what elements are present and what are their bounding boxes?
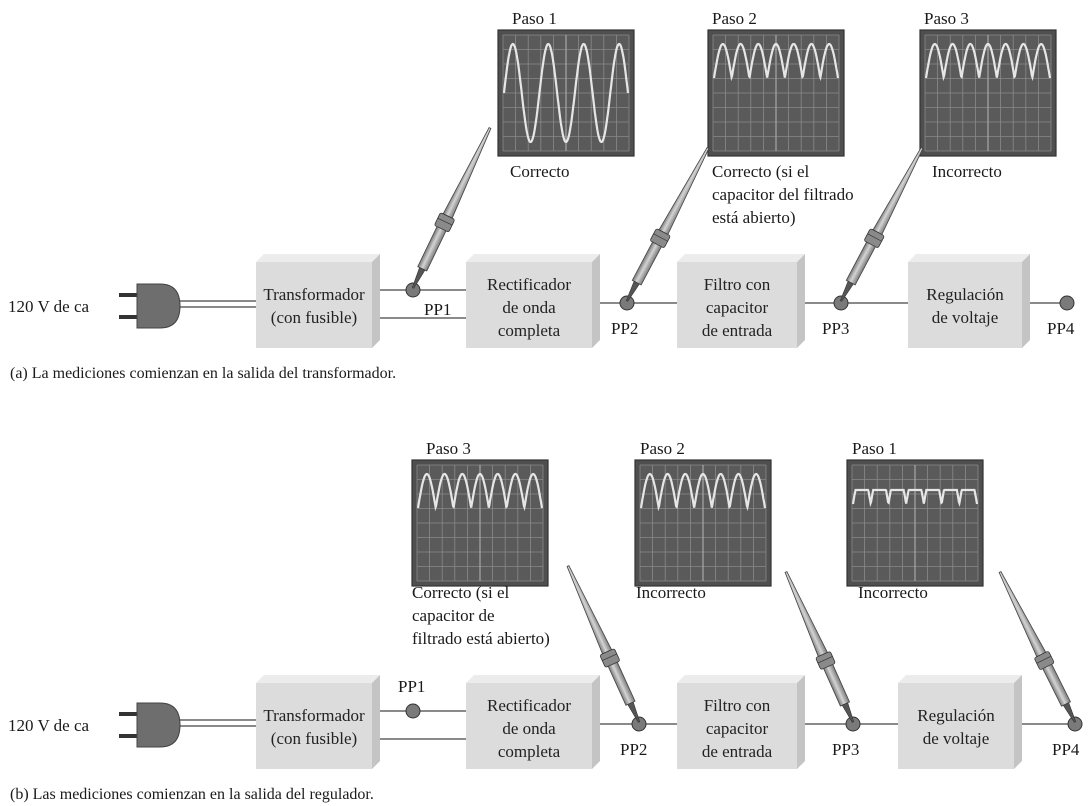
scope-result-label: capacitor de [412, 606, 495, 625]
scope-result-label: Incorrecto [858, 583, 928, 602]
test-point-pp3: PP3 [832, 740, 859, 759]
scope-result-label: capacitor del filtrado [712, 185, 854, 204]
oscilloscope-step2 [707, 29, 845, 157]
svg-text:de onda: de onda [502, 719, 556, 738]
svg-text:Filtro con: Filtro con [704, 696, 771, 715]
test-point-pp4: PP4 [1047, 319, 1075, 338]
scope-result-label: Correcto (si el [712, 162, 810, 181]
probe-icon [839, 146, 924, 302]
svg-text:completa: completa [498, 321, 561, 340]
svg-text:Transformador: Transformador [263, 706, 365, 725]
scope-result-label: Incorrecto [636, 583, 706, 602]
scope-result-label: Correcto (si el [412, 583, 510, 602]
svg-text:capacitor: capacitor [706, 298, 769, 317]
svg-text:Regulación: Regulación [917, 706, 995, 725]
ac-plug-icon [119, 702, 181, 748]
svg-text:de entrada: de entrada [702, 321, 773, 340]
source-label: 120 V de ca [8, 297, 90, 316]
probe-icon [566, 565, 641, 723]
source-label: 120 V de ca [8, 716, 90, 735]
svg-text:Transformador: Transformador [263, 285, 365, 304]
caption-a: (a) La mediciones comienzan en la salida… [10, 365, 396, 382]
test-point-pp4: PP4 [1052, 740, 1080, 759]
wiring [180, 710, 1068, 740]
svg-text:(con fusible): (con fusible) [271, 308, 357, 327]
waveform-trace [502, 42, 630, 144]
svg-text:de onda: de onda [502, 298, 556, 317]
test-points: PP1 PP2 PP3 PP4 [398, 677, 1083, 759]
probe-icon [998, 571, 1077, 723]
scope-result-label: está abierto) [712, 208, 796, 227]
panel-a: 120 V de ca Transformador (con fusible) [8, 9, 1075, 382]
scope-step-label: Paso 1 [512, 9, 557, 28]
svg-text:(con fusible): (con fusible) [271, 729, 357, 748]
block-regulator: Regulación de voltaje [898, 675, 1022, 769]
waveform-trace [851, 488, 979, 508]
wiring [180, 289, 1060, 319]
block-filter: Filtro con capacitor de entrada [677, 675, 805, 769]
oscilloscope-step3 [411, 459, 549, 587]
scope-step-label: Paso 2 [712, 9, 757, 28]
waveform-trace [639, 472, 767, 512]
svg-text:Filtro con: Filtro con [704, 275, 771, 294]
caption-b: (b) Las mediciones comienzan en la salid… [10, 786, 374, 803]
block-transformer: Transformador (con fusible) [256, 675, 380, 769]
block-transformer: Transformador (con fusible) [256, 254, 380, 348]
oscilloscope-step1 [846, 459, 984, 587]
scope-result-label: Correcto [510, 162, 569, 181]
scope-result-label: filtrado está abierto) [412, 629, 550, 648]
oscilloscope-step1 [497, 29, 635, 157]
scope-result-label: Incorrecto [932, 162, 1002, 181]
waveform-trace [416, 472, 544, 512]
block-rectifier: Rectificador de onda completa [466, 254, 600, 348]
block-rectifier: Rectificador de onda completa [466, 675, 600, 769]
test-point-pp2: PP2 [620, 740, 647, 759]
test-point-pp1: PP1 [398, 677, 425, 696]
oscilloscope-step3 [919, 29, 1057, 157]
test-point-pp2: PP2 [611, 319, 638, 338]
panel-b: 120 V de ca Transformador (con fusible) … [8, 439, 1083, 803]
scope-step-label: Paso 2 [640, 439, 685, 458]
test-points: PP1 PP2 PP3 PP4 [405, 282, 1075, 338]
svg-text:Regulación: Regulación [926, 285, 1004, 304]
test-point-pp3: PP3 [822, 319, 849, 338]
block-regulator: Regulación de voltaje [908, 254, 1030, 348]
svg-text:capacitor: capacitor [706, 719, 769, 738]
waveform-trace [712, 42, 840, 82]
waveform-trace [924, 42, 1052, 82]
svg-text:Rectificador: Rectificador [487, 696, 571, 715]
test-point-pp1: PP1 [424, 300, 451, 319]
probe-icon [625, 146, 710, 302]
probe-icon [411, 127, 492, 289]
ac-plug-icon [119, 283, 181, 329]
scope-step-label: Paso 3 [426, 439, 471, 458]
svg-text:Rectificador: Rectificador [487, 275, 571, 294]
svg-text:de voltaje: de voltaje [932, 308, 999, 327]
svg-text:completa: completa [498, 742, 561, 761]
probe-icon [784, 571, 855, 723]
scope-step-label: Paso 3 [924, 9, 969, 28]
oscilloscope-step2 [634, 459, 772, 587]
block-filter: Filtro con capacitor de entrada [677, 254, 805, 348]
svg-text:de voltaje: de voltaje [923, 729, 990, 748]
svg-text:de entrada: de entrada [702, 742, 773, 761]
scope-step-label: Paso 1 [852, 439, 897, 458]
